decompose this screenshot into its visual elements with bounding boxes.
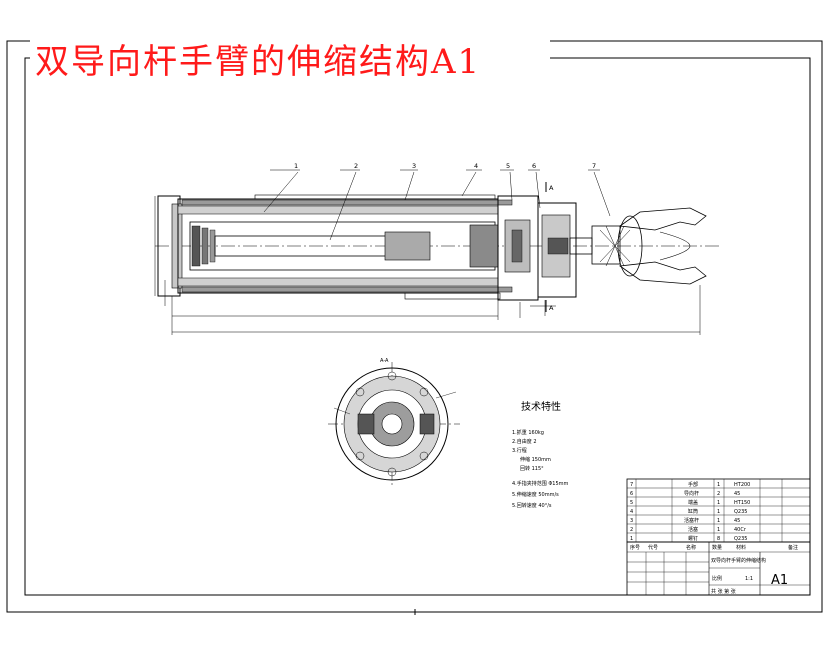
drawing-name: 双导向杆手臂的伸缩结构 bbox=[711, 557, 766, 564]
spec-item-7: 5.伸缩速度 50mm/s bbox=[512, 491, 559, 498]
spec-item-2: 2.自由度 2 bbox=[512, 438, 537, 445]
bom-mat-1: 45 bbox=[734, 491, 740, 497]
bom-name-5: 活塞 bbox=[688, 526, 698, 533]
header-no: 序号 bbox=[630, 544, 640, 551]
bom-no-3: 4 bbox=[630, 509, 633, 515]
bom-no-5: 2 bbox=[630, 527, 633, 533]
bom-qty-3: 1 bbox=[717, 509, 720, 515]
bom-no-4: 3 bbox=[630, 518, 633, 524]
sheet-count: 共 张 第 张 bbox=[711, 588, 736, 595]
title-mask bbox=[30, 38, 550, 78]
balloon-2: 2 bbox=[354, 162, 358, 170]
bom-no-0: 7 bbox=[630, 482, 633, 488]
bom-name-1: 导向杆 bbox=[684, 490, 699, 497]
aa-section-view bbox=[328, 362, 460, 486]
bom-name-6: 螺钉 bbox=[688, 535, 698, 542]
balloon-5: 5 bbox=[506, 162, 510, 170]
drawing-title: 双导向杆手臂的伸缩结构A1 bbox=[35, 42, 481, 82]
bom-no-1: 6 bbox=[630, 491, 633, 497]
spec-title: 技术特性 bbox=[521, 400, 561, 413]
bom-mat-2: HT150 bbox=[734, 500, 750, 506]
bom-qty-6: 8 bbox=[717, 536, 720, 542]
spec-item-5: 回转 115° bbox=[520, 465, 544, 472]
sheet-size: A1 bbox=[771, 573, 788, 588]
bom-qty-4: 1 bbox=[717, 518, 720, 524]
spec-block: 技术特性 1.抓重 160kg 2.自由度 2 3.行程 伸缩 150mm 回转… bbox=[512, 400, 569, 509]
bom-qty-1: 2 bbox=[717, 491, 720, 497]
section-mark-top: A bbox=[549, 184, 554, 192]
bom-name-0: 手部 bbox=[688, 481, 698, 488]
bom-qty-5: 1 bbox=[717, 527, 720, 533]
spec-item-3: 3.行程 bbox=[512, 447, 527, 454]
spec-item-6: 4.手指夹持范围 Φ15mm bbox=[512, 480, 569, 487]
bom-mat-3: Q235 bbox=[734, 509, 747, 515]
header-code: 代号 bbox=[648, 544, 658, 551]
bom-no-6: 1 bbox=[630, 536, 633, 542]
bom-qty-2: 1 bbox=[717, 500, 720, 506]
bom-qty-0: 1 bbox=[717, 482, 720, 488]
bom-name-2: 端盖 bbox=[688, 499, 698, 506]
spec-item-8: 5.回转速度 40°/s bbox=[512, 502, 552, 509]
balloon-3: 3 bbox=[412, 162, 416, 170]
bom-mat-0: HT200 bbox=[734, 482, 750, 488]
bom-name-3: 缸筒 bbox=[688, 508, 698, 515]
balloon-7: 7 bbox=[592, 162, 596, 170]
spec-item-1: 1.抓重 160kg bbox=[512, 429, 544, 436]
balloon-4: 4 bbox=[474, 162, 478, 170]
main-section-view bbox=[154, 169, 720, 335]
bom-mat-6: Q235 bbox=[734, 536, 747, 542]
bom-no-2: 5 bbox=[630, 500, 633, 506]
section-mark-bottom: A bbox=[549, 304, 554, 312]
header-material: 材料 bbox=[736, 544, 746, 551]
header-note: 备注 bbox=[788, 544, 798, 551]
header-name: 名称 bbox=[686, 544, 696, 551]
spec-item-4: 伸缩 150mm bbox=[520, 456, 551, 463]
bom-mat-5: 40Cr bbox=[734, 527, 747, 533]
bom-name-4: 活塞杆 bbox=[684, 517, 699, 524]
header-qty: 数量 bbox=[712, 544, 722, 551]
scale-label: 比例 bbox=[712, 575, 722, 582]
balloon-1: 1 bbox=[294, 162, 298, 170]
title-block: 序号 代号 名称 数量 材料 备注 双导向杆手臂的伸缩结构 比例 1:1 共 张… bbox=[626, 541, 811, 596]
scale-value: 1:1 bbox=[745, 576, 753, 582]
bom-table: 7 手部 1 HT200 6 导向杆 2 45 5 端盖 1 HT150 4 缸… bbox=[626, 478, 811, 543]
bom-mat-4: 45 bbox=[734, 518, 740, 524]
section-label: A-A bbox=[380, 358, 389, 364]
balloon-6: 6 bbox=[532, 162, 536, 170]
